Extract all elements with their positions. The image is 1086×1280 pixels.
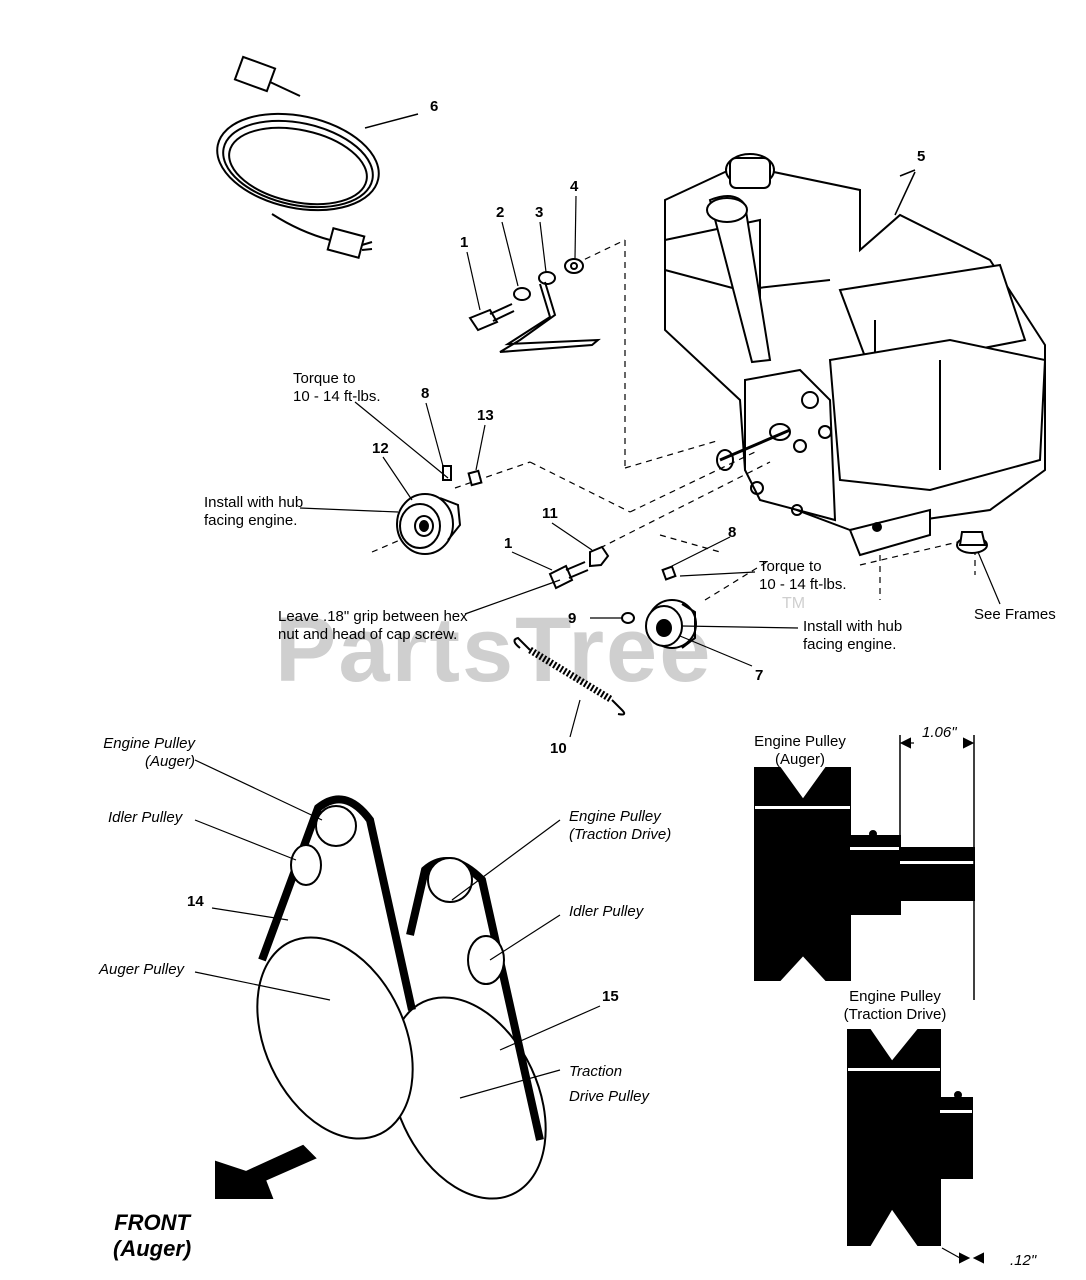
extension-cord bbox=[216, 55, 419, 259]
detail-auger-title: Engine Pulley (Auger) bbox=[740, 733, 860, 769]
callout-5: 5 bbox=[917, 148, 926, 165]
callout-12: 12 bbox=[372, 440, 389, 457]
hub-note-a-line1: Install with hub bbox=[204, 494, 304, 511]
callout-14: 14 bbox=[187, 893, 204, 910]
detail-auger-title-line2: (Auger) bbox=[774, 751, 826, 768]
control-rod-hardware bbox=[468, 258, 601, 353]
torque-note-b-line2: 10 - 14 ft-lbs. bbox=[759, 576, 847, 593]
grip-note: Leave .18" grip between hex nut and head… bbox=[278, 608, 468, 644]
dashed-leaders bbox=[371, 239, 976, 601]
label-traction-drive-pulley-line2: Drive Pulley bbox=[569, 1088, 650, 1105]
label-engine-pulley-traction: Engine Pulley (Traction Drive) bbox=[569, 808, 671, 844]
spring bbox=[513, 636, 626, 716]
callout-1: 1 bbox=[460, 234, 469, 251]
label-engine-pulley-traction-line2: (Traction Drive) bbox=[569, 826, 672, 843]
callout-7: 7 bbox=[755, 667, 764, 684]
detail-auger-title-line1: Engine Pulley bbox=[754, 733, 846, 750]
callout-8: 8 bbox=[421, 385, 430, 402]
label-engine-pulley-auger-line1: Engine Pulley bbox=[103, 735, 195, 752]
label-auger-pulley: Auger Pulley bbox=[99, 961, 185, 978]
torque-note-a-line2: 10 - 14 ft-lbs. bbox=[293, 388, 381, 405]
label-idler-pulley-2: Idler Pulley bbox=[569, 903, 644, 920]
label-traction-drive-pulley-line1: Traction bbox=[569, 1063, 623, 1080]
watermark: PartsTree bbox=[275, 599, 713, 701]
traction-engine-pulley-part bbox=[621, 565, 697, 649]
callout-3: 3 bbox=[535, 204, 544, 221]
pulley-section-detail bbox=[754, 735, 984, 1264]
engine bbox=[664, 153, 1047, 557]
callout-8b: 8 bbox=[728, 524, 737, 541]
detail-traction-title: Engine Pulley (Traction Drive) bbox=[825, 988, 965, 1024]
callout-10: 10 bbox=[550, 740, 567, 757]
callout-15: 15 bbox=[602, 988, 619, 1005]
auger-engine-pulley-part bbox=[396, 465, 483, 555]
hub-note-a-line2: facing engine. bbox=[204, 512, 298, 529]
dimension-top: 1.06" bbox=[922, 724, 957, 741]
dimension-bottom: .12" bbox=[1010, 1252, 1037, 1269]
belt-routing-diagram bbox=[194, 759, 601, 1200]
hub-note-b-line1: Install with hub bbox=[803, 618, 903, 635]
front-label-line1: FRONT bbox=[114, 1210, 190, 1235]
front-label: FRONT (Auger) bbox=[113, 1210, 191, 1262]
trademark: TM bbox=[782, 595, 806, 612]
callout-4: 4 bbox=[570, 178, 579, 195]
see-frames-note: See Frames bbox=[974, 606, 1056, 623]
callout-9: 9 bbox=[568, 610, 577, 627]
cap-screw-nut bbox=[548, 545, 610, 590]
detail-traction-title-line1: Engine Pulley bbox=[849, 988, 941, 1005]
torque-note-b-line1: Torque to bbox=[759, 558, 822, 575]
torque-note-a-line1: Torque to bbox=[293, 370, 356, 387]
callout-11: 11 bbox=[542, 505, 558, 522]
grip-note-line2: nut and head of cap screw. bbox=[278, 626, 458, 643]
grip-note-line1: Leave .18" grip between hex bbox=[278, 608, 468, 625]
callout-1b: 1 bbox=[504, 535, 513, 552]
leader-lines bbox=[299, 195, 1001, 738]
label-idler-pulley-1: Idler Pulley bbox=[108, 809, 183, 826]
hub-note-b-line2: facing engine. bbox=[803, 636, 897, 653]
label-traction-drive-pulley: Traction Drive Pulley bbox=[569, 1059, 649, 1109]
torque-note-b: Torque to 10 - 14 ft-lbs. bbox=[759, 558, 847, 594]
callout-6: 6 bbox=[430, 98, 439, 115]
callout-2: 2 bbox=[496, 204, 505, 221]
detail-traction-title-line2: (Traction Drive) bbox=[843, 1006, 947, 1023]
hub-note-a: Install with hub facing engine. bbox=[204, 494, 303, 530]
label-engine-pulley-traction-line1: Engine Pulley bbox=[569, 808, 661, 825]
front-label-line2: (Auger) bbox=[113, 1236, 192, 1261]
label-engine-pulley-auger-line2: (Auger) bbox=[144, 753, 195, 770]
hub-note-b: Install with hub facing engine. bbox=[803, 618, 902, 654]
label-engine-pulley-auger: Engine Pulley (Auger) bbox=[60, 735, 195, 771]
torque-note-a: Torque to 10 - 14 ft-lbs. bbox=[293, 370, 381, 406]
flange-nut bbox=[956, 531, 988, 554]
callout-13: 13 bbox=[477, 407, 494, 424]
